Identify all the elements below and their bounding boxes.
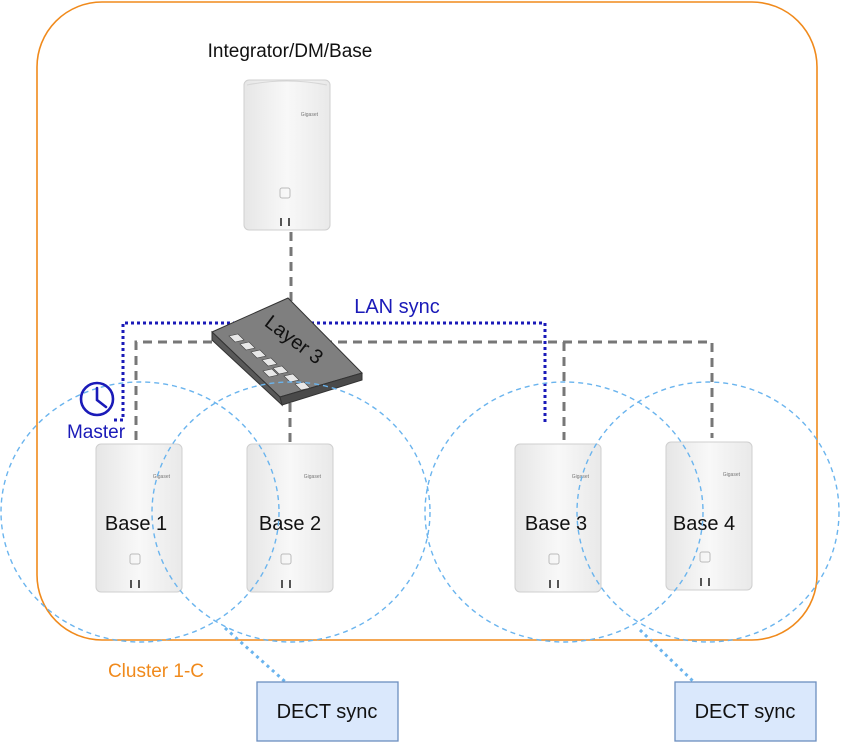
base-1-brand: Gigaset [153,474,171,480]
coverage-base-4 [576,381,840,643]
base-1-label: Base 1 [105,513,167,535]
lan-sync-path [114,321,547,422]
master-label: Master [67,422,126,443]
cluster-label: Cluster 1-C [108,661,204,682]
base-2-label: Base 2 [259,513,321,535]
dect-sync-box-1: DECT sync [256,681,399,742]
dect-sync-connectors [224,626,700,688]
clock-icon [79,381,115,417]
lan-sync-label: LAN sync [354,296,440,318]
base-3-device: Gigaset Base 3 [514,443,602,593]
dect-sync-label-1: DECT sync [277,701,378,723]
coverage-base-3 [424,381,704,643]
integrator-label: Integrator/DM/Base [208,41,373,62]
dect-sync-label-2: DECT sync [695,701,796,723]
base-2-brand: Gigaset [304,474,322,480]
base-2-device: Gigaset Base 2 [246,443,334,593]
base-4-label: Base 4 [673,513,735,535]
integrator-device: Gigaset [243,79,331,231]
cluster-boundary [36,1,818,641]
integrator-led [279,187,291,199]
base-1-device: Gigaset Base 1 [95,443,183,593]
ethernet-cabling [134,232,714,445]
base-3-label: Base 3 [525,513,587,535]
dect-coverage [0,381,840,643]
integrator-brand: Gigaset [301,112,319,118]
base-4-device: Gigaset Base 4 [665,441,753,591]
base-4-brand: Gigaset [723,472,741,478]
dect-sync-box-2: DECT sync [674,681,817,742]
layer3-switch: Layer 3 [211,297,363,407]
base-3-brand: Gigaset [572,474,590,480]
coverage-base-2 [151,381,431,643]
coverage-base-1 [0,381,280,643]
